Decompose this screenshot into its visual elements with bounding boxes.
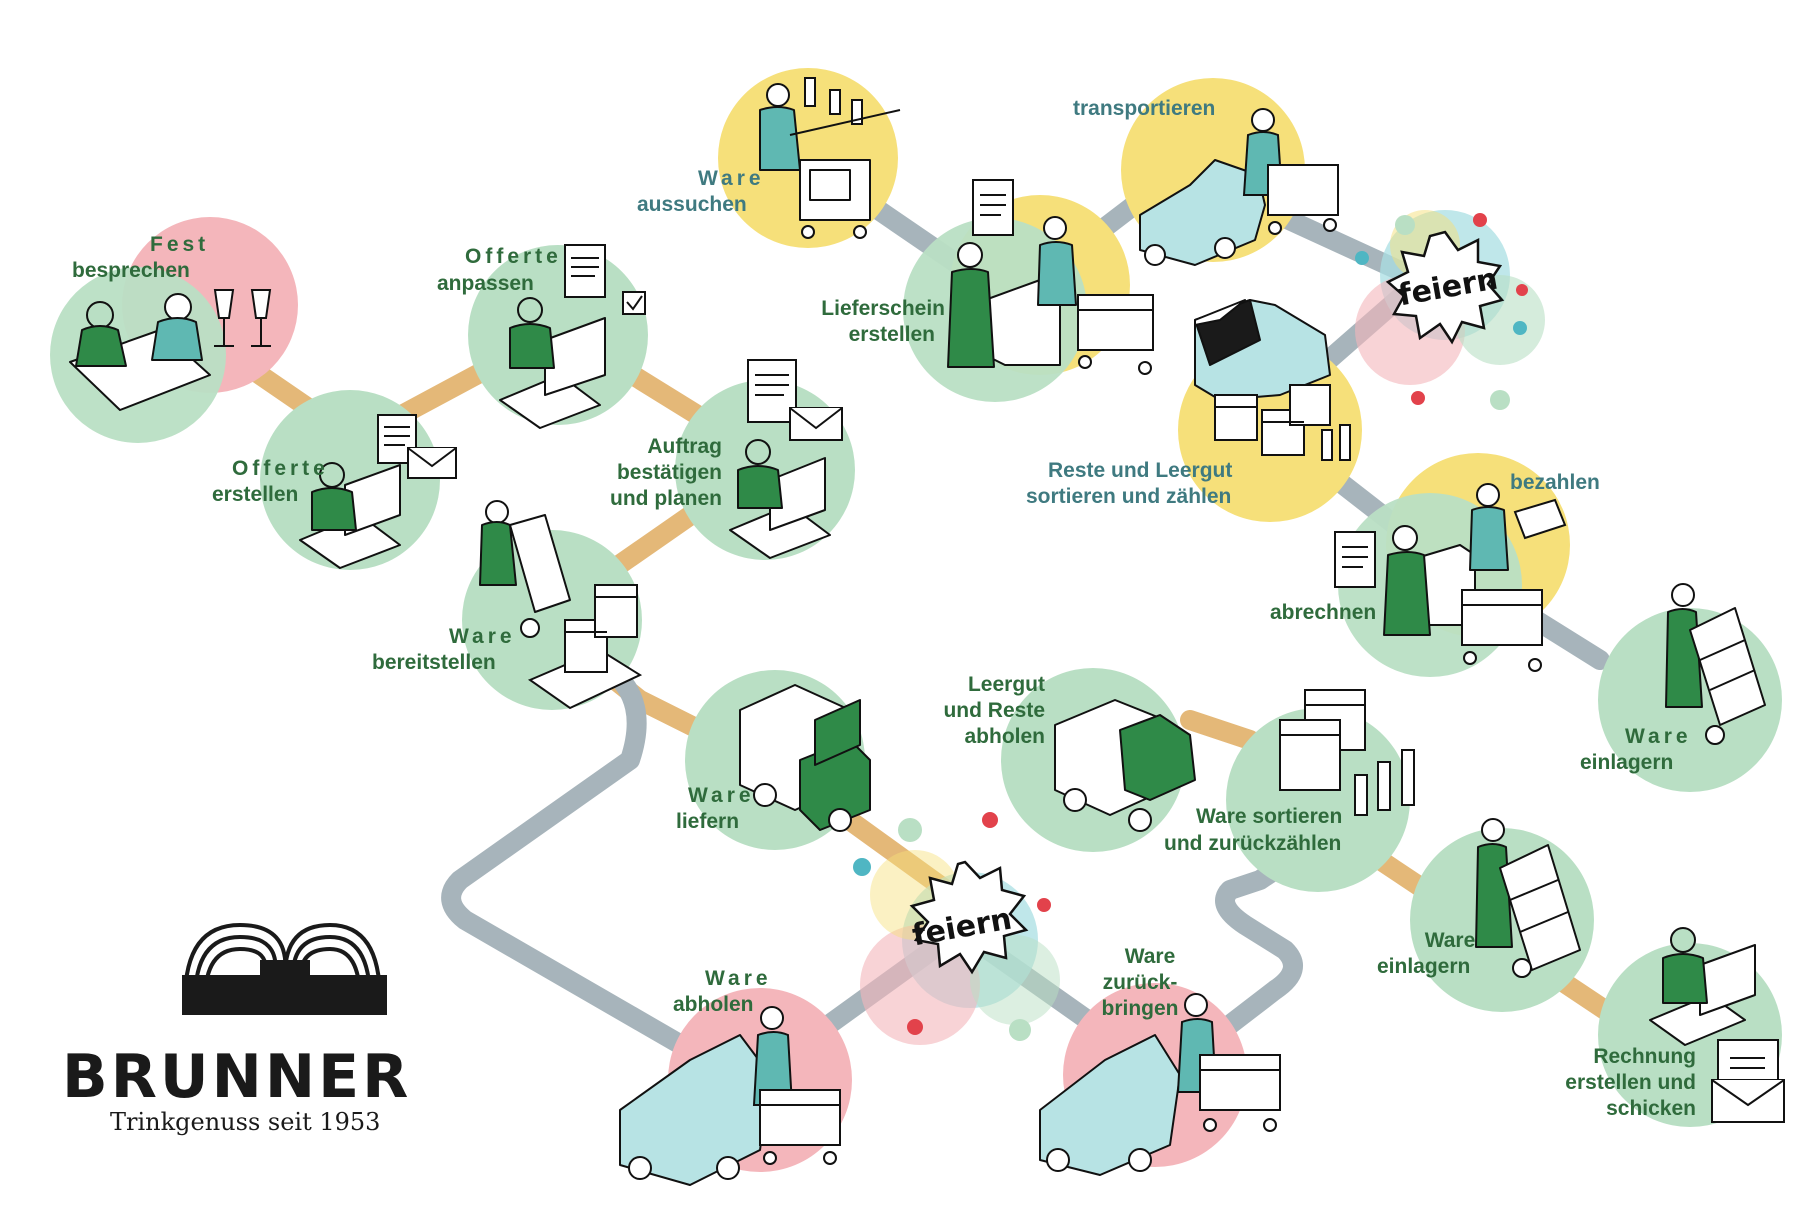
trolley-icon [1461,589,1543,672]
label-rechnung-2: erstellen und [1565,1071,1696,1094]
label-lieferschein-1: Lieferschein [821,297,945,320]
car-icon [1039,1034,1181,1176]
label-rechnung-1: Rechnung [1593,1045,1696,1068]
computer-icon [1649,927,1756,1046]
computer-icon [299,462,401,569]
label-aussuchen-2: aussuchen [637,193,747,216]
label-liefern-2: liefern [676,810,740,833]
car-icon [1139,159,1266,266]
label-auftrag-3: und planen [610,487,722,510]
champagne-glass-icon [213,289,272,347]
label-fest-besprechen-1: Fest [150,233,210,256]
label-bereitstellen-1: Ware [449,625,516,648]
label-reste-2: sortieren und zählen [1026,485,1232,508]
brand-name: BRUNNER [62,1042,412,1112]
label-leergut-abholen-3: abholen [964,725,1045,748]
trolley-icon [752,1006,841,1165]
crate-icon [527,584,643,710]
label-offerte-anpassen-1: Offerte [465,245,562,268]
label-liefern-1: Ware [688,784,755,807]
car-icon [1194,299,1331,401]
label-offerte-erstellen-1: Offerte [232,457,329,480]
label-einlagern-right-1: Ware [1625,725,1692,748]
label-auftrag-1: Auftrag [647,435,722,458]
starburst-icon [1385,230,1505,345]
computer-icon [499,297,606,429]
feiern-blob-top [1355,210,1545,410]
label-rechnung-3: schicken [1606,1097,1696,1120]
label-zurueck-3: bringen [1101,997,1179,1020]
label-abholen-2: abholen [673,993,754,1016]
label-zurueck-2: zurück- [1102,971,1178,994]
hand-truck-icon [1475,818,1581,978]
label-auftrag-2: bestätigen [616,461,722,484]
trolley-icon [1077,294,1154,375]
label-lieferschein-2: erstellen [848,323,935,346]
label-aussuchen-1: Ware [698,167,765,190]
label-fest-besprechen-2: besprechen [72,259,190,282]
crate-icon [1279,689,1415,816]
label-einlagern-mid-1: Ware [1424,929,1476,952]
label-offerte-anpassen-2: anpassen [437,272,534,295]
feiern-blob-bottom [853,812,1060,1045]
label-abholen-1: Ware [705,967,772,990]
hand-truck-icon [479,500,571,638]
label-bereitstellen-2: bereitstellen [372,651,496,674]
label-zurueck-1: Ware [1124,945,1176,968]
label-reste-1: Reste und Leergut [1048,459,1233,482]
envelope-icon [1711,1039,1785,1123]
checkbox-icon [622,291,646,315]
counter-icon [1383,483,1509,636]
label-sortieren-1: Ware sortieren [1196,805,1343,828]
trolley-icon [1242,108,1339,235]
document-icon [564,244,606,298]
label-leergut-abholen-1: Leergut [967,673,1045,696]
label-einlagern-mid-2: einlagern [1377,955,1471,978]
label-sortieren-2: und zurückzählen [1164,832,1342,855]
document-icon [747,359,797,423]
label-transportieren: transportieren [1073,97,1216,120]
label-einlagern-right-2: einlagern [1580,751,1674,774]
brand-tagline: Trinkgenuss seit 1953 [110,1108,381,1136]
document-icon [1334,531,1376,588]
label-abrechnen: abrechnen [1270,601,1377,624]
document-icon [972,179,1014,236]
crate-icon [1214,384,1351,461]
trolley-icon [1176,993,1281,1132]
circle-sortieren [1226,708,1410,892]
counter-icon [947,216,1077,368]
hand-truck-icon [1665,583,1766,745]
card-icon [1513,498,1567,540]
truck-icon [1054,699,1196,832]
brunner-logo-icon [182,922,387,1015]
bottle-icon [789,77,901,136]
envelope-icon [407,447,457,479]
envelope-icon [789,407,843,441]
trolley-icon [759,83,871,239]
truck-icon [739,684,871,832]
meeting-icon [69,293,211,411]
label-offerte-erstellen-2: erstellen [212,483,299,506]
computer-icon [729,439,831,559]
label-leergut-abholen-2: und Reste [943,699,1045,722]
starburst-icon [909,860,1029,975]
label-bezahlen: bezahlen [1510,471,1600,494]
